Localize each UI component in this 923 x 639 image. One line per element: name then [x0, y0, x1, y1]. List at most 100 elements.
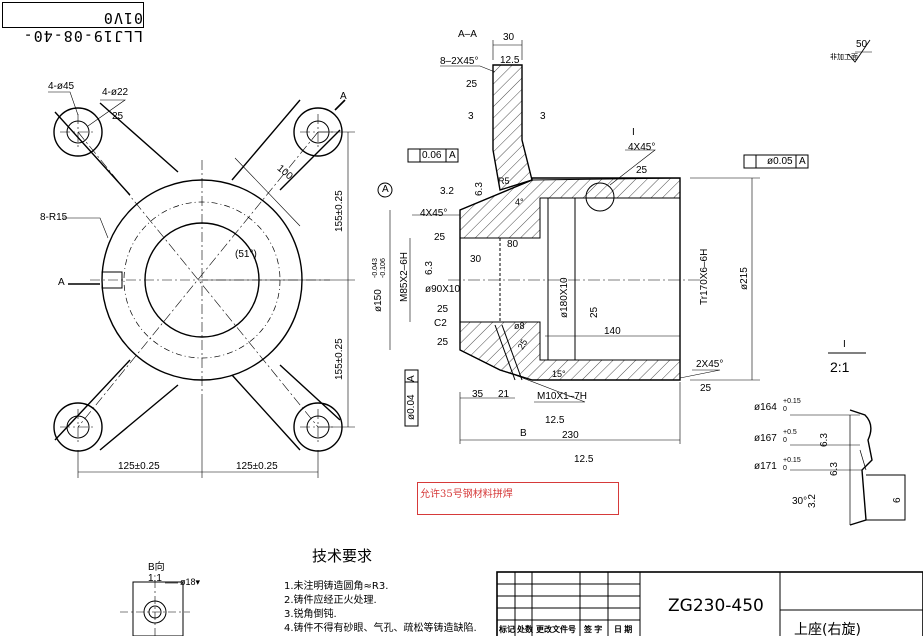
- dim-155-upper: 155±0.25: [334, 190, 345, 232]
- dim-150: ø150: [373, 289, 384, 312]
- fillet-label: 8-R15: [40, 212, 68, 223]
- dim-35: 35: [472, 389, 484, 400]
- bore-90: ø90X10: [425, 284, 461, 295]
- dim-167: ø167: [754, 433, 777, 444]
- conc-datum: A: [799, 156, 806, 167]
- dim-140: 140: [604, 326, 621, 337]
- tech-item-4: 4.铸件不得有砂眼、气孔、疏松等铸造缺陷.: [284, 623, 477, 634]
- dim-8: ø8: [514, 321, 525, 331]
- detail-dim-6: 6: [892, 497, 903, 503]
- dim-150-tol-low: -0.106: [380, 258, 387, 278]
- dim-167-low: 0: [783, 437, 787, 444]
- tb-header-date: 日 期: [614, 625, 633, 634]
- roughness-25-f: 25: [636, 165, 648, 176]
- angle-4: 4°: [515, 197, 524, 207]
- detail-angle-30: 30°: [792, 496, 808, 507]
- detail-roughness-6-3: 6.3: [819, 433, 830, 447]
- drawing-code: LLJ19-08-40-01V0: [22, 9, 143, 45]
- conc-tol: ø0.05: [767, 156, 793, 167]
- datum-circle: A: [382, 184, 389, 195]
- tech-requirements-title: 技术要求: [312, 547, 373, 565]
- runout-tol: ø0.04: [406, 394, 417, 420]
- weld-note: 允许35号钢材料拼焊: [420, 489, 513, 500]
- roughness-6-3-a: 6.3: [474, 182, 485, 196]
- dim-3-a: 3: [468, 111, 474, 122]
- dim-167-tol: +0.5: [783, 429, 797, 436]
- weld-note-frame: 允许35号钢材料拼焊: [417, 482, 619, 515]
- detail-roughness-6-3-b: 6.3: [829, 462, 840, 476]
- roughness-12-5-b: 12.5: [545, 415, 565, 426]
- view-b-title: B向: [148, 562, 165, 573]
- bore-180: ø180X10: [559, 277, 570, 318]
- roughness-25-a: 25: [466, 79, 478, 90]
- dim-3-b: 3: [540, 111, 546, 122]
- runout-datum: A: [406, 375, 417, 382]
- detail-roughness-3-2: 3.2: [807, 494, 818, 508]
- dim-155-lower: 155±0.25: [334, 338, 345, 380]
- section-title: A–A: [458, 29, 477, 40]
- roughness-25-g: 25: [589, 306, 600, 318]
- section-view-geometry: [377, 40, 809, 444]
- holes-small-roughness: 25: [112, 111, 124, 122]
- thread-m10: M10X1–7H: [537, 391, 588, 402]
- view-b-scale: 1:1: [148, 573, 162, 584]
- tb-header-file: 更改文件号: [536, 625, 576, 634]
- chamfer-8: 8–2X45°: [440, 56, 479, 67]
- perp-datum: A: [449, 150, 456, 161]
- tb-header-mark: 标记: [499, 625, 515, 634]
- chamfer-4x45-top: 4X45°: [628, 142, 656, 153]
- tech-item-2: 2.铸件应经正火处理.: [284, 595, 377, 606]
- tech-item-3: 3.锐角倒钝.: [284, 609, 337, 620]
- angle-51: (51°): [235, 249, 257, 260]
- chamfer-4x45-left: 4X45°: [420, 208, 448, 219]
- roughness-25-c: 25: [437, 304, 449, 315]
- dim-215: ø215: [739, 267, 750, 290]
- part-name: 上座(右旋): [794, 622, 861, 638]
- perp-tol: 0.06: [422, 150, 442, 161]
- detail-scale: 2:1: [830, 359, 850, 375]
- dim-164-tol: +0.15: [783, 398, 801, 405]
- dim-171: ø171: [754, 461, 777, 472]
- angle-15: 15°: [552, 369, 566, 379]
- holes-small-label: 4-ø22: [102, 87, 129, 98]
- dim-21: 21: [498, 389, 510, 400]
- material-code: ZG230-450: [668, 596, 764, 616]
- dim-150-tol-up: -0.043: [372, 258, 379, 278]
- roughness-6-3-b: 6.3: [424, 261, 435, 275]
- roughness-12-5-top: 12.5: [500, 55, 520, 66]
- dim-125-left: 125±0.25: [118, 461, 160, 472]
- dim-230: 230: [562, 430, 579, 441]
- roughness-12-5-c: 12.5: [574, 454, 594, 465]
- tech-item-1: 1.未注明铸造圆角≈R3.: [284, 581, 389, 592]
- dim-171-low: 0: [783, 465, 787, 472]
- dim-164: ø164: [754, 402, 777, 413]
- view-b-hole: ø18▾: [180, 577, 201, 587]
- finish-note-value: 50: [856, 39, 868, 50]
- dim-30-top: 30: [503, 32, 515, 43]
- view-b-mark: B: [520, 428, 527, 439]
- dim-164-low: 0: [783, 406, 787, 413]
- detail-view-geometry: [790, 352, 906, 526]
- r5-label: R5: [498, 176, 510, 186]
- section-mark-top: A: [340, 91, 347, 102]
- roughness-25-b: 25: [434, 232, 446, 243]
- detail-title: I: [843, 339, 846, 350]
- c2-label: C2: [434, 318, 447, 329]
- roughness-25-h: 25: [700, 383, 712, 394]
- front-view-geometry: [48, 91, 355, 478]
- tb-header-count: 处数: [517, 625, 533, 634]
- roughness-25-d: 25: [437, 337, 449, 348]
- dim-125-right: 125±0.25: [236, 461, 278, 472]
- section-mark-left: A: [58, 277, 65, 288]
- holes-large-label: 4-ø45: [48, 81, 75, 92]
- drawing-code-frame: LLJ19-08-40-01V0: [2, 2, 144, 45]
- dim-80: 80: [507, 239, 519, 250]
- view-b-geometry: [120, 580, 190, 636]
- dim-30-inner: 30: [470, 254, 482, 265]
- chamfer-2x45: 2X45°: [696, 359, 724, 370]
- finish-note-label: 非加工面: [830, 54, 858, 61]
- thread-tr170: Tr170X6–6H: [699, 248, 710, 305]
- detail-mark: I: [632, 127, 635, 138]
- title-block-grid: [496, 571, 923, 636]
